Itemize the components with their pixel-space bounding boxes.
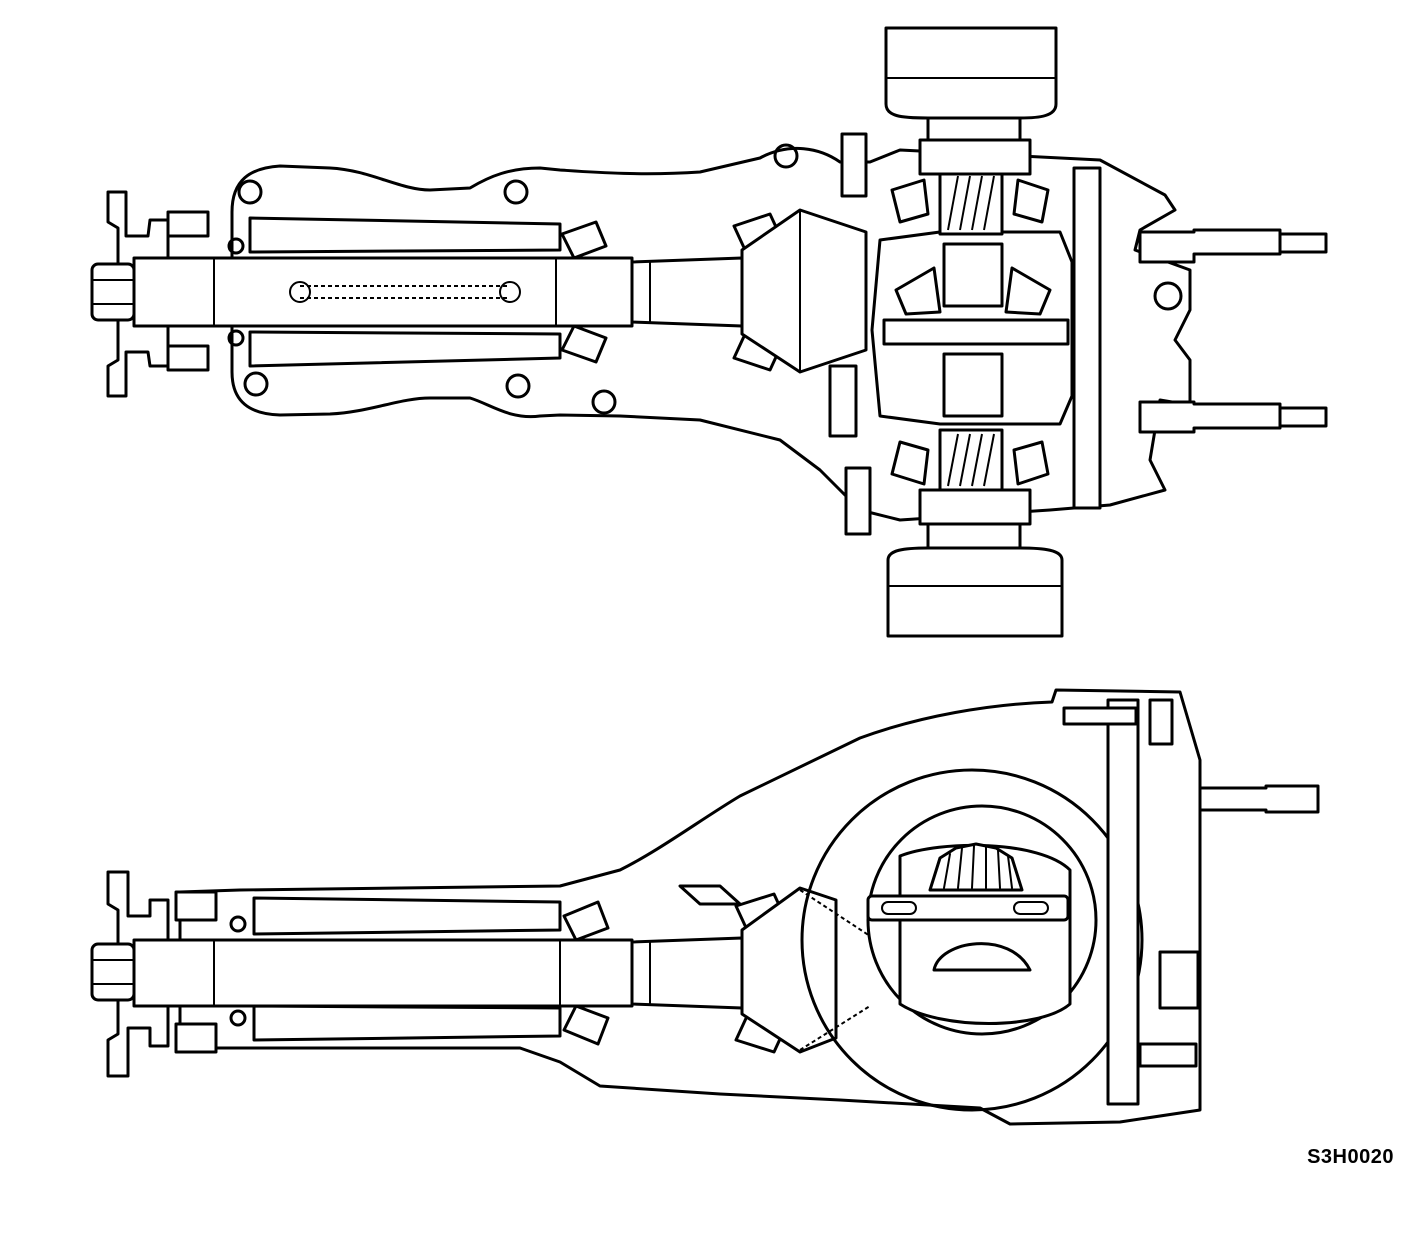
pinion-mate-gear (894, 266, 942, 316)
cover-bolt (840, 132, 868, 198)
cover-bolt (1062, 706, 1138, 726)
side-gear (942, 242, 1004, 308)
flange-nut (90, 262, 136, 322)
ball-bearing (229, 915, 247, 933)
side-bearing (890, 178, 930, 224)
side-bearing (890, 440, 930, 486)
breather (678, 884, 742, 906)
spacer-tube (252, 896, 562, 936)
mount-hole (237, 179, 263, 205)
flange-nut (90, 942, 136, 1002)
oil-seal (166, 344, 210, 372)
pinion-mate-gear (1004, 266, 1052, 316)
cover-bolt (844, 466, 872, 536)
top-section-view (90, 26, 1328, 638)
ring-gear (800, 768, 1144, 1112)
side-bearing (1012, 440, 1050, 486)
ring-gear-inner (866, 804, 1098, 1036)
rear-cover (1106, 698, 1140, 1106)
pinion-mate-shaft (882, 318, 1070, 346)
cover-bolt (828, 364, 858, 438)
pinion-neck (630, 936, 744, 1010)
mount-hole (591, 389, 617, 415)
ring-gear-teeth (947, 175, 995, 487)
side-gear (942, 352, 1004, 418)
drive-pinion-gear (740, 886, 838, 1054)
ball-bearing (227, 329, 245, 347)
mount-hole (505, 373, 531, 399)
oil-seal (166, 210, 210, 238)
oil-seal (174, 890, 218, 922)
spacer-tube (248, 216, 562, 254)
drive-pinion-shaft (132, 256, 634, 328)
mount-hole (243, 371, 269, 397)
mount-stud (1138, 228, 1282, 264)
axle-flange-lower (886, 546, 1064, 638)
side-retainer (918, 488, 1032, 526)
axle-flange-upper (884, 26, 1058, 120)
top-housing-outline (230, 146, 1192, 522)
breather (1153, 281, 1183, 311)
side-bearing (1012, 178, 1050, 224)
ring-gear (938, 428, 1004, 492)
side-retainer (918, 138, 1032, 176)
side-housing-outline (178, 688, 1202, 1126)
cover-bolt (1148, 698, 1174, 746)
ball-bearing (229, 1009, 247, 1027)
side-view (90, 688, 1320, 1126)
mount-stud (1138, 400, 1282, 434)
tapered-bearing (562, 1004, 610, 1046)
tapered-bearing (560, 220, 608, 260)
mount-hole (503, 179, 529, 205)
cover-bolt (1138, 1042, 1198, 1068)
cover-bolt (1158, 950, 1200, 1010)
ball-bearing (227, 237, 245, 255)
mount-stud (1198, 784, 1320, 814)
pinion-mate-gear (928, 842, 1024, 892)
tapered-bearing (560, 324, 608, 364)
tapered-bearing (562, 900, 610, 942)
mount-hole (773, 143, 799, 169)
pinion-mate-shaft (866, 894, 1070, 922)
side-gear (932, 942, 1032, 972)
pinion-neck (630, 256, 744, 328)
figure-code: S3H0020 (1307, 1146, 1394, 1168)
ring-gear (938, 170, 1004, 236)
rear-cover (1072, 166, 1102, 510)
oil-seal (174, 1022, 218, 1054)
drive-pinion-shaft (132, 938, 634, 1008)
